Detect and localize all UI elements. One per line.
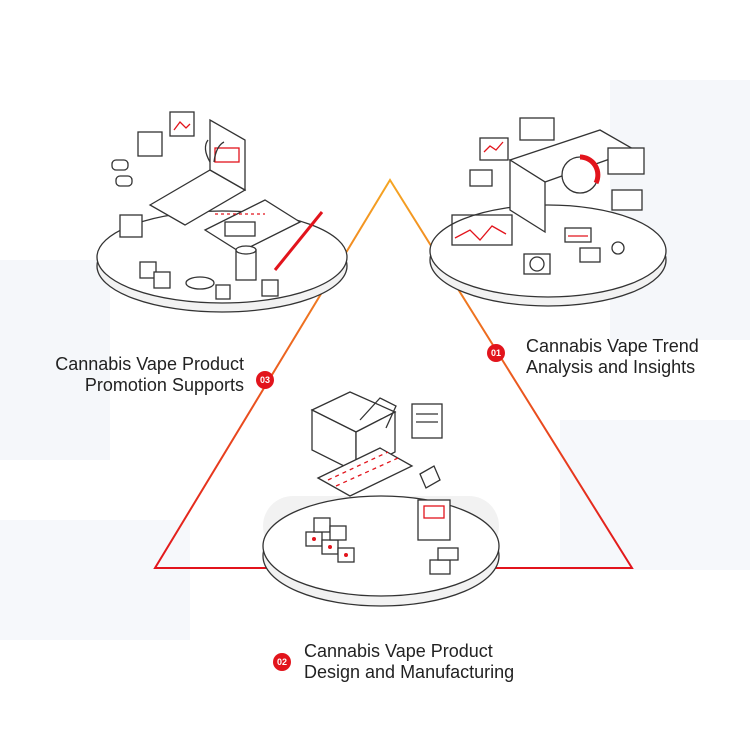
step-1-label: Cannabis Vape Trend Analysis and Insight… [526,336,746,378]
step-1-badge: 01 [487,344,505,362]
background-block [0,520,190,640]
promotion-platform [96,111,348,313]
background-block [560,420,750,570]
step-1-title-line1: Cannabis Vape Trend [526,336,699,356]
step-2-badge: 02 [273,653,291,671]
step-3-title-line1: Cannabis Vape Product [55,354,244,374]
step-3-badge: 03 [256,371,274,389]
step-3-title-line2: Promotion Supports [84,375,244,395]
background-block [0,260,110,460]
step-2-title-line2: Design and Manufacturing [304,662,515,682]
step-3-label: Cannabis Vape Product Promotion Supports [28,354,244,396]
step-1-title-line2: Analysis and Insights [526,357,696,377]
trend-analysis-platform [429,117,667,307]
manufacturing-platform [262,391,500,607]
step-2-title-line1: Cannabis Vape Product [304,641,493,661]
step-2-label: Cannabis Vape Product Design and Manufac… [304,641,564,683]
